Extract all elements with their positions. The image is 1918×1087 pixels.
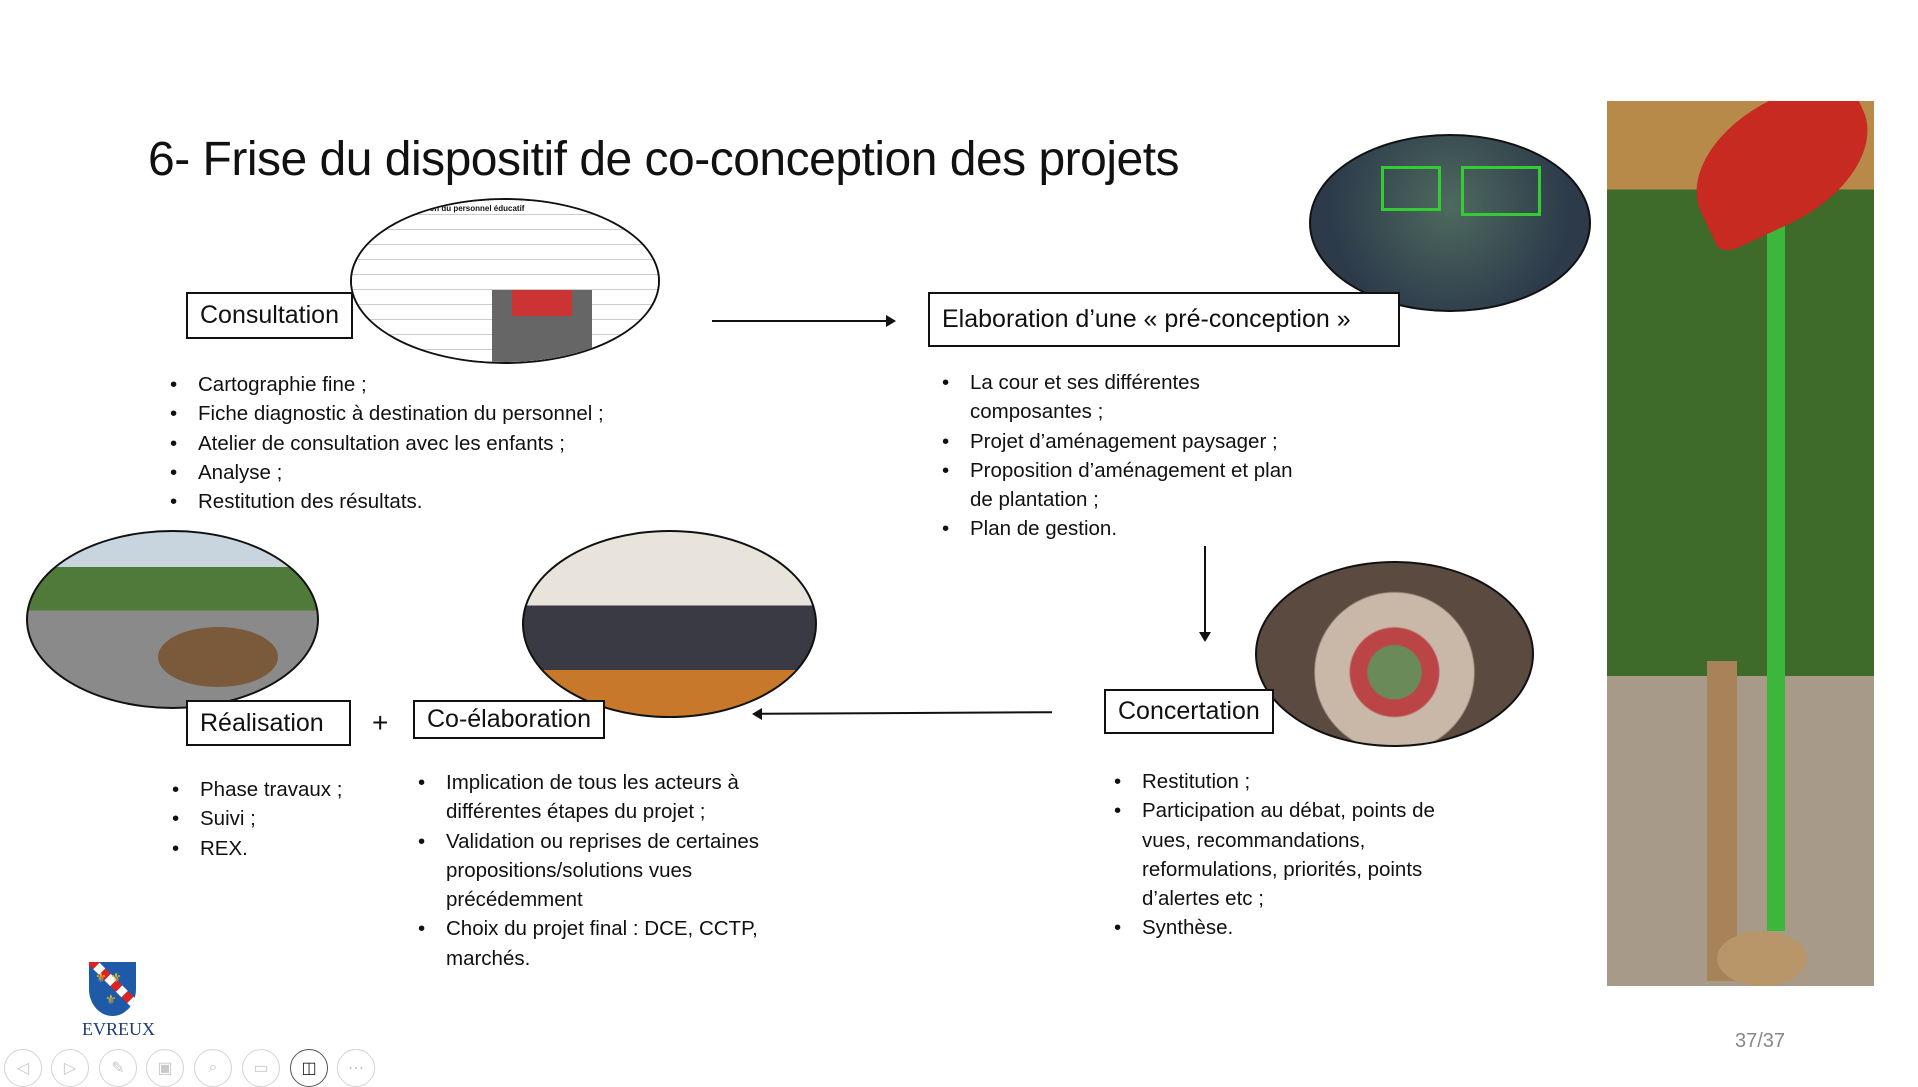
slide-title: 6- Frise du dispositif de co-conception …	[148, 133, 1180, 186]
elaboration-label: Elaboration d’une « pré-conception »	[928, 292, 1400, 347]
elaboration-list: La cour et ses différentes composantes ;…	[942, 368, 1312, 544]
previous-slide-button[interactable]: ◁	[4, 1049, 42, 1087]
arrow-down	[1204, 546, 1206, 634]
concertation-photo	[1255, 561, 1534, 747]
list-item: Proposition d’aménagement et plan de pla…	[942, 456, 1312, 515]
realisation-works-photo	[26, 530, 319, 709]
playground-photo	[1607, 101, 1874, 986]
arrow-left	[759, 711, 1053, 715]
list-item: Cartographie fine ;	[170, 370, 604, 400]
plus-sign: +	[372, 707, 389, 738]
coelaboration-meeting-photo	[522, 530, 817, 718]
see-all-slides-button[interactable]: ▣	[146, 1049, 184, 1087]
consultation-form-image: …ation du personnel éducatif	[350, 198, 660, 364]
list-item: Participation au débat, points de vues, …	[1114, 796, 1474, 913]
form-heading: …ation du personnel éducatif	[412, 204, 525, 213]
more-options-button[interactable]: ⋯	[337, 1049, 375, 1087]
list-item: Validation ou reprises de certaines prop…	[418, 827, 788, 915]
subtitles-button[interactable]: ▭	[242, 1049, 280, 1087]
evreux-coat-of-arms-logo: ⚜ ⚜ ⚜	[89, 962, 136, 1016]
concertation-list: Restitution ; Participation au débat, po…	[1114, 767, 1474, 943]
pen-tool-button[interactable]: ✎	[99, 1049, 137, 1087]
list-item: Phase travaux ;	[172, 775, 342, 805]
list-item: Plan de gestion.	[942, 514, 1312, 544]
next-slide-button[interactable]: ▷	[51, 1049, 89, 1087]
list-item: REX.	[172, 834, 342, 864]
logo-text: EVREUX	[82, 1019, 155, 1039]
arrow-right	[712, 320, 888, 322]
list-item: Suivi ;	[172, 804, 342, 834]
list-item: Restitution ;	[1114, 767, 1474, 797]
concertation-label: Concertation	[1104, 689, 1274, 734]
coelaboration-label: Co-élaboration	[413, 700, 605, 739]
page-counter: 37/37	[1735, 1030, 1786, 1052]
camera-button[interactable]: ◫	[290, 1049, 328, 1087]
list-item: Atelier de consultation avec les enfants…	[170, 429, 604, 459]
list-item: Implication de tous les acteurs à différ…	[418, 768, 788, 827]
zoom-button[interactable]: ⌕	[194, 1049, 232, 1087]
preconception-plan-image	[1309, 134, 1591, 312]
consultation-list: Cartographie fine ; Fiche diagnostic à d…	[170, 370, 604, 517]
list-item: Analyse ;	[170, 458, 604, 488]
coelaboration-list: Implication de tous les acteurs à différ…	[418, 768, 788, 973]
list-item: La cour et ses différentes composantes ;	[942, 368, 1312, 427]
realisation-list: Phase travaux ; Suivi ; REX.	[172, 775, 342, 863]
realisation-label: Réalisation	[186, 700, 351, 746]
list-item: Choix du projet final : DCE, CCTP, march…	[418, 914, 788, 973]
consultation-label: Consultation	[186, 292, 353, 339]
list-item: Projet d’aménagement paysager ;	[942, 427, 1312, 457]
list-item: Fiche diagnostic à destination du person…	[170, 399, 604, 429]
list-item: Restitution des résultats.	[170, 487, 604, 517]
list-item: Synthèse.	[1114, 913, 1474, 943]
